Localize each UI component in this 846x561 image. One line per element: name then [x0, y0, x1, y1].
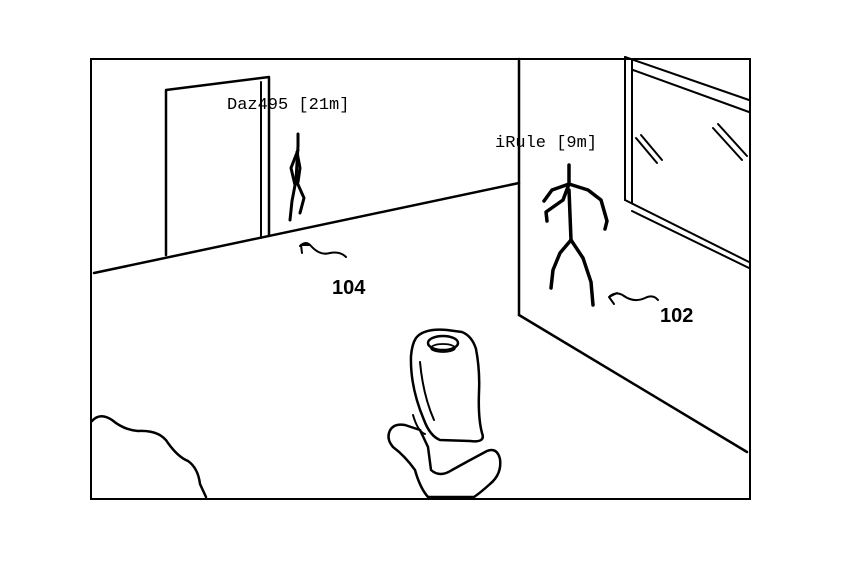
reference-numeral-102: 102 — [660, 305, 693, 327]
near-player-tag: iRule [9m] — [495, 134, 597, 153]
shrub-outline — [90, 415, 208, 499]
far-player-tag: Daz495 [21m] — [227, 96, 349, 115]
far-player-figure — [288, 132, 306, 222]
reference-numeral-104: 104 — [332, 277, 366, 299]
leader-line-104 — [299, 242, 347, 258]
leader-arrow-102 — [608, 292, 618, 305]
leader-arrow-104 — [300, 244, 310, 254]
gun-muzzle — [426, 334, 460, 352]
window — [624, 56, 750, 269]
view-frame — [90, 58, 751, 500]
door — [164, 75, 271, 257]
handgun — [387, 328, 502, 499]
right-wall — [517, 57, 749, 454]
floor-edge-line — [92, 181, 521, 275]
near-player-figure — [542, 163, 609, 307]
